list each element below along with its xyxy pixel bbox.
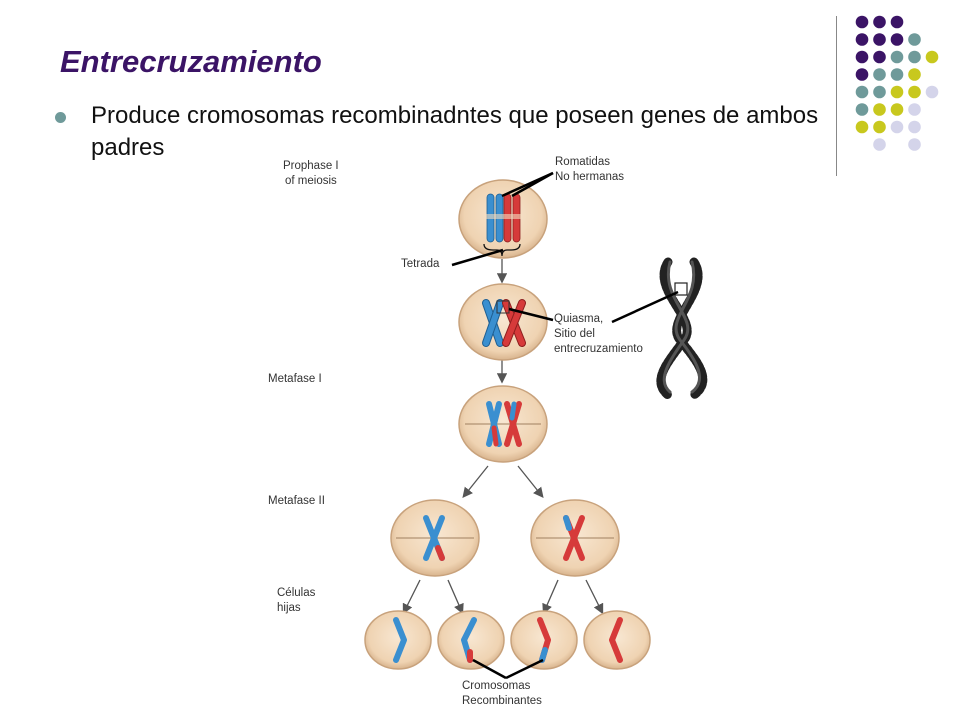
bullet-dot xyxy=(55,112,66,123)
cell-metaphase-1 xyxy=(458,385,548,463)
decor-dot xyxy=(855,85,869,99)
decor-dot xyxy=(908,33,921,46)
decor-dot xyxy=(855,50,869,64)
decor-dot xyxy=(855,68,869,81)
label-metafase-2: Metafase II xyxy=(268,495,325,507)
decor-dot xyxy=(908,50,921,64)
decor-dot xyxy=(890,33,904,46)
decor-dot xyxy=(890,68,904,81)
decor-dot xyxy=(855,33,869,46)
decor-dot xyxy=(890,85,904,99)
chiasma-micrograph xyxy=(656,257,708,400)
decor-dot xyxy=(873,15,886,29)
decor-dot xyxy=(873,68,886,81)
decor-dot xyxy=(890,50,904,64)
decor-dot xyxy=(890,120,904,134)
cell-prophase xyxy=(458,179,548,259)
chiasma-box xyxy=(496,300,510,314)
tetrad-brace xyxy=(483,243,521,257)
decor-dot xyxy=(890,15,904,29)
tetrad-chromosomes xyxy=(486,193,521,243)
decor-dot xyxy=(873,85,886,99)
decor-dot xyxy=(873,33,886,46)
decor-dot xyxy=(855,103,869,116)
decor-dot xyxy=(925,85,939,99)
decor-dot xyxy=(855,120,869,134)
decor-dot xyxy=(890,103,904,116)
decor-dot xyxy=(855,15,869,29)
decor-dot xyxy=(873,103,886,116)
decor-dot xyxy=(925,50,939,64)
cell-metaphase-2-left xyxy=(390,499,480,577)
label-metafase-1: Metafase I xyxy=(268,373,322,385)
decor-dot xyxy=(873,50,886,64)
label-tetrada: Tetrada xyxy=(401,258,440,270)
leader-lines xyxy=(451,171,679,680)
decor-dot xyxy=(908,68,921,81)
daughter-cells xyxy=(364,610,651,670)
decor-dot xyxy=(908,120,921,134)
decorative-dot-grid xyxy=(855,15,939,151)
cell-metaphase-2-right xyxy=(530,499,620,577)
flow-arrows xyxy=(402,259,604,615)
decor-dot xyxy=(908,85,921,99)
decor-dot xyxy=(908,138,921,151)
cell-chiasma xyxy=(458,283,548,361)
divider-line xyxy=(836,16,837,176)
decor-dot xyxy=(908,103,921,116)
decor-dot xyxy=(873,138,886,151)
slide-title: Entrecruzamiento xyxy=(60,44,322,79)
bullet-text: Produce cromosomas recombinadntes que po… xyxy=(91,102,819,161)
decor-dot xyxy=(873,120,886,134)
